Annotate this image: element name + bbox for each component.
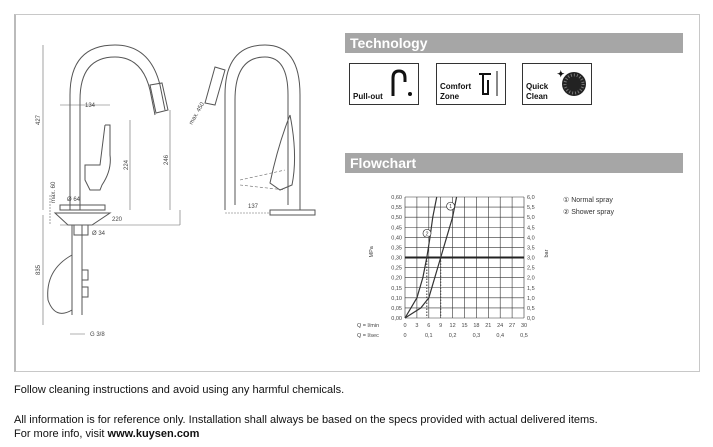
tech-label: Pull-out [353, 92, 383, 101]
flowchart-header: Flowchart [345, 153, 683, 173]
y-right-tick-label: 1,0 [527, 296, 535, 302]
quick-clean-icon: ✦ [557, 69, 586, 96]
y-right-tick-label: 5,5 [527, 205, 535, 211]
spec-frame [14, 14, 700, 372]
footer-more-info: For more info, visit www.kuysen.com [14, 428, 199, 440]
dim-pull-len: max. 450 [189, 101, 207, 126]
y-tick-label: 0,10 [391, 296, 402, 302]
x2-axis-label: Q = l/sec [357, 333, 379, 339]
label-line: Comfort [440, 82, 472, 91]
label-line: Zone [440, 92, 460, 101]
x-axis-label: Q = l/min [357, 323, 379, 329]
y-tick-label: 0,15 [391, 286, 402, 292]
x-tick-label: 6 [427, 323, 430, 329]
y-tick-label: 0,45 [391, 225, 402, 231]
legend-normal-spray: ① Normal spray [563, 197, 613, 204]
dim-hose-len: 835 [36, 264, 42, 275]
technology-header: Technology [345, 33, 683, 53]
y-right-tick-label: 2,5 [527, 266, 535, 272]
tech-pull-out: Pull-out [349, 63, 419, 105]
series-line-1 [404, 196, 458, 319]
y-axis-label: MPa [369, 245, 375, 257]
y-tick-label: 0,00 [391, 316, 402, 322]
y-tick-label: 0,50 [391, 215, 402, 221]
x-tick-label: 3 [415, 323, 418, 329]
label-line: Quick [526, 82, 549, 91]
series-marker-circle [446, 201, 455, 211]
y-right-axis-label: bar [544, 249, 550, 257]
y-right-tick-label: 6,0 [527, 195, 535, 201]
dim-spout-reach: 134 [85, 103, 96, 109]
faucet-technical-drawing: 427 134 224 246 max. 60 Ø 64 220 Ø 34 83… [36, 44, 316, 338]
dim-handle-clear: 137 [248, 204, 259, 210]
x2-tick-label: 0,5 [520, 333, 528, 339]
y-right-tick-label: 2,0 [527, 276, 535, 282]
dim-max-thickness: max. 60 [51, 181, 57, 203]
x2-tick-label: 0,4 [496, 333, 504, 339]
x-tick-label: 24 [497, 323, 503, 329]
series-marker-label: 1 [449, 204, 452, 210]
x2-tick-label: 0,2 [449, 333, 457, 339]
y-right-tick-label: 0,5 [527, 306, 535, 312]
comfort-zone-icon [479, 71, 498, 96]
series-marker-circle [422, 228, 432, 238]
x2-tick-label: 0,3 [473, 333, 481, 339]
y-tick-label: 0,60 [391, 195, 402, 201]
y-right-tick-label: 3,0 [527, 256, 535, 262]
y-tick-label: 0,25 [391, 266, 402, 272]
footer-disclaimer: All information is for reference only. I… [14, 414, 598, 426]
x-tick-label: 0 [403, 323, 406, 329]
y-right-tick-label: 4,5 [527, 225, 535, 231]
legend-shower-spray: ② Shower spray [563, 209, 615, 216]
x-tick-label: 15 [461, 323, 467, 329]
more-info-text: For more info, visit [14, 428, 108, 440]
pull-out-icon [391, 69, 412, 96]
x-tick-label: 21 [485, 323, 491, 329]
dim-dia-34: Ø 34 [92, 231, 106, 237]
y-right-tick-label: 0,0 [527, 316, 535, 322]
x-tick-label: 18 [473, 323, 479, 329]
website-link[interactable]: www.kuysen.com [107, 428, 200, 440]
y-tick-label: 0,40 [391, 235, 402, 241]
dim-handle-height: 224 [124, 159, 130, 170]
dim-base-dia: Ø 64 [67, 197, 81, 203]
label-line: Clean [526, 92, 548, 101]
y-tick-label: 0,35 [391, 245, 402, 251]
y-tick-label: 0,55 [391, 205, 402, 211]
footer-care-note: Follow cleaning instructions and avoid u… [14, 384, 345, 396]
dim-height-total: 427 [36, 114, 42, 125]
dim-thread: G 3/8 [90, 332, 105, 338]
svg-text:✦: ✦ [557, 69, 565, 79]
y-tick-label: 0,20 [391, 276, 402, 282]
dim-reach-220: 220 [112, 217, 123, 223]
dim-spout-height: 246 [164, 154, 170, 165]
x-tick-label: 9 [439, 323, 442, 329]
x2-tick-label: 0,1 [425, 333, 433, 339]
x-tick-label: 12 [450, 323, 456, 329]
y-right-tick-label: 1,5 [527, 286, 535, 292]
y-tick-label: 0,30 [391, 256, 402, 262]
x2-tick-label: 0 [403, 333, 406, 339]
y-right-tick-label: 4,0 [527, 235, 535, 241]
x-tick-label: 30 [521, 323, 527, 329]
y-tick-label: 0,05 [391, 306, 402, 312]
x-tick-label: 27 [509, 323, 515, 329]
y-right-tick-label: 5,0 [527, 215, 535, 221]
series-marker-label: 2 [425, 231, 428, 237]
y-right-tick-label: 3,5 [527, 245, 535, 251]
